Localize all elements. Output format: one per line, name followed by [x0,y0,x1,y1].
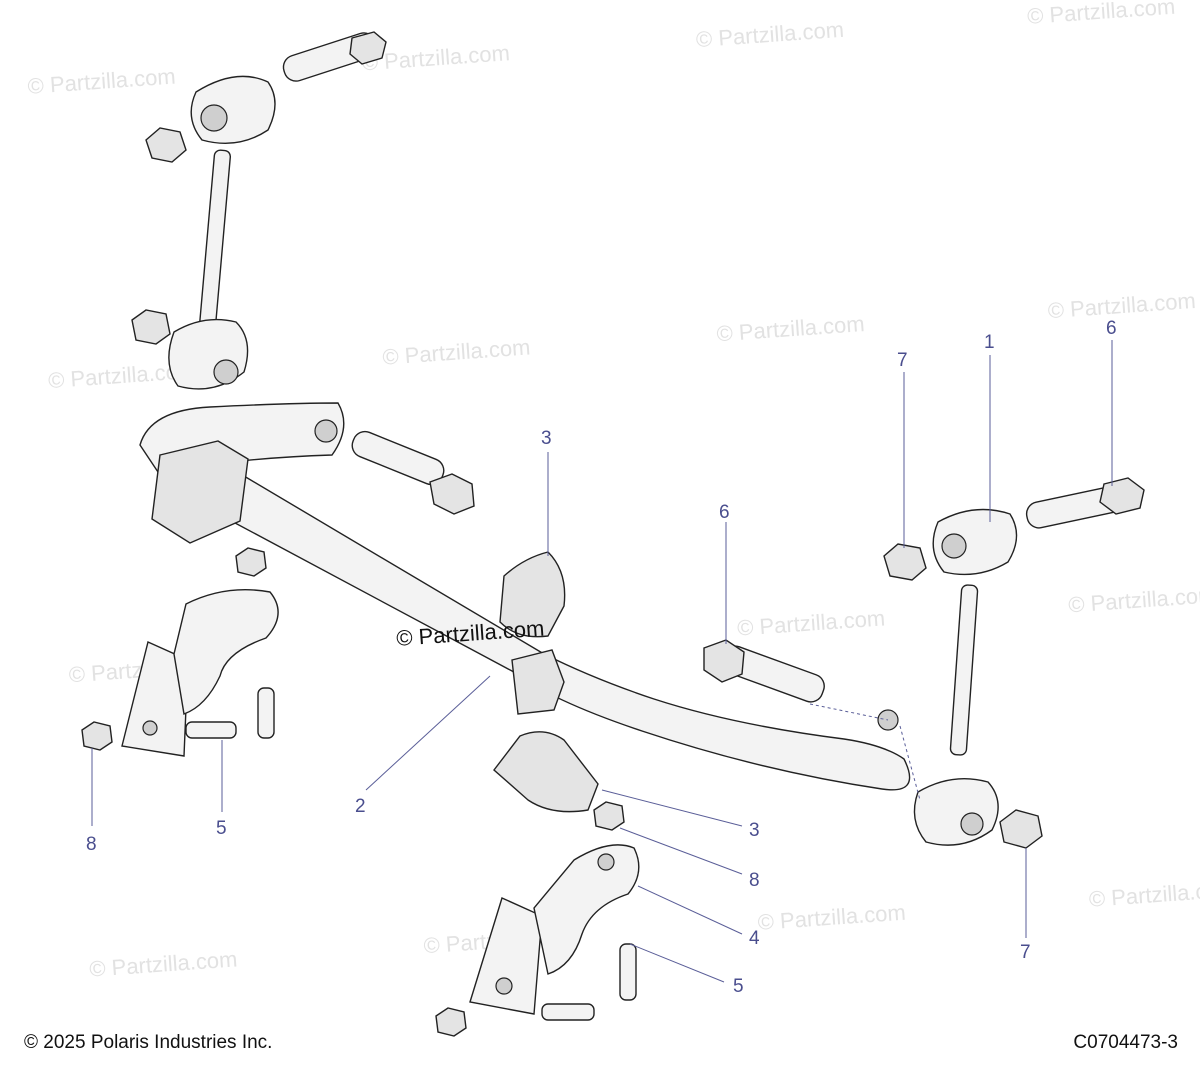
flange-nut [883,543,927,581]
callout-7: 7 [1020,942,1031,963]
bolt-head [1099,477,1145,515]
flange-nut [145,127,187,163]
watermark: © Partzilla.com [1088,876,1200,911]
flange-nut [81,721,113,751]
flange-nut [435,1007,467,1037]
callout-8: 8 [86,834,97,855]
bracket-bolt [541,1003,595,1021]
bracket-plate [469,897,543,1015]
leader-line [601,789,743,827]
bar-arm-hole [314,419,338,443]
stabilizer-bar [139,402,911,791]
flange-nut [593,801,625,831]
center-bushings [493,551,625,831]
leader-lines [91,340,1113,983]
callout-8: 8 [749,870,760,891]
bracket-bolt [257,687,275,739]
diagram-id: C0704473-3 [1073,1032,1178,1053]
leader-line [619,827,743,875]
bar-bolt [351,430,445,486]
callout-7: 7 [897,350,908,371]
bracket-clamp [173,589,279,715]
callout-5: 5 [216,818,227,839]
left-bar-bolt [235,430,475,577]
left-bracket-assembly [81,589,279,757]
link-shaft [949,584,979,756]
right-link-assembly [883,477,1145,849]
bushing-lower [493,731,599,813]
bracket-hole [142,720,158,736]
bracket-bolt [185,721,237,739]
bolt-head [349,31,387,65]
bracket-bolt [619,943,637,1001]
watermark: © Partzilla.com [757,900,907,935]
alignment-line [809,703,889,721]
link-lower-bushing [913,777,999,846]
bushing-hole [200,104,228,132]
flange-nut [235,547,267,577]
watermark: © Partzilla.com [382,334,532,369]
bar-collar [511,649,565,715]
watermark: © Partzilla.com [27,64,177,99]
bushing-hole [941,533,967,559]
bracket-clamp [533,844,640,975]
leader-line [365,675,491,791]
leader-line [629,943,725,983]
callout-numbers: 1 6 7 3 6 2 8 5 3 8 4 5 7 [86,318,1117,997]
watermark: © Partzilla.com [736,605,886,640]
callout-6: 6 [1106,318,1117,339]
callout-6: 6 [719,502,730,523]
bottom-bracket-assembly [435,844,640,1037]
middle-bolt [703,639,825,703]
watermark: © Partzilla.com [1068,582,1200,617]
leader-line [637,885,743,935]
watermark: © Partzilla.com [695,17,845,52]
bushing-hole [213,359,239,385]
callout-3: 3 [749,820,760,841]
bar-bushing-left [151,440,249,544]
watermark: © Partzilla.com [1047,288,1197,323]
watermark: © Partzilla.com [1026,0,1176,29]
flange-nut [131,309,171,345]
callout-4: 4 [749,928,760,949]
callout-3: 3 [541,428,552,449]
watermark: © Partzilla.com [716,311,866,346]
bracket-hole [495,977,513,995]
bushing-hole [960,812,984,836]
flange-nut [999,809,1043,849]
watermark: © Partzilla.com [89,946,239,981]
callout-2: 2 [355,796,366,817]
alignment-line [899,725,921,801]
callout-1: 1 [984,332,995,353]
top-left-link-assembly [131,31,387,390]
bushing-upper [499,551,566,638]
bolt-head [429,473,475,515]
link-shaft [198,149,232,331]
bracket-hole [597,853,615,871]
callout-5: 5 [733,976,744,997]
copyright-text: © 2025 Polaris Industries Inc. [24,1032,273,1053]
